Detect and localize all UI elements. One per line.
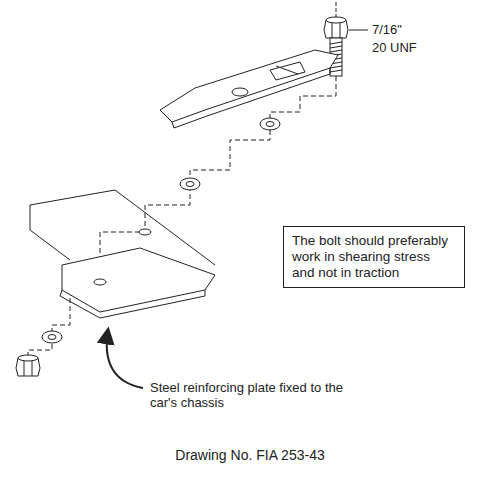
note-text: The bolt should preferably work in shear… <box>292 233 456 281</box>
note-box: The bolt should preferably work in shear… <box>283 226 465 288</box>
dimension-label: 7/16" <box>372 22 432 37</box>
caption: Drawing No. FIA 253-43 <box>100 448 400 463</box>
dimension-label: 20 UNF <box>372 40 432 55</box>
callout-label: Steel reinforcing plate fixed to the car… <box>150 380 350 410</box>
